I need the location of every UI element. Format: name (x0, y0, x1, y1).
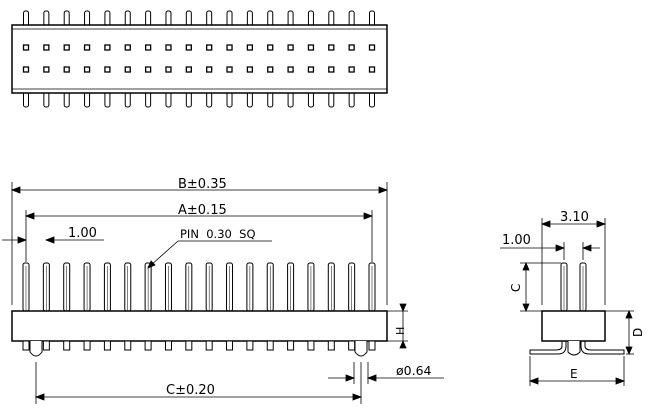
front-view-body (11, 310, 388, 342)
top-view-pin-square (185, 44, 192, 51)
top-view-pin-square (144, 66, 152, 73)
top-view-pin-square (124, 66, 131, 73)
front-view-tail (103, 340, 111, 351)
dimension-a-label: A±0.15 (178, 203, 227, 218)
dimension-side-e (528, 356, 626, 386)
dimension-side-width-label: 3.10 (560, 210, 589, 225)
dimension-side-pitch-label: 1.00 (502, 233, 531, 248)
top-view-pin-square (63, 44, 70, 51)
dimension-a (24, 210, 374, 262)
top-view-pin-square (348, 44, 355, 51)
dimension-side-c (520, 261, 561, 313)
front-view-tail (287, 340, 295, 351)
top-view-pin-square (43, 44, 50, 51)
top-view-pin-square (368, 66, 376, 73)
front-view-tail (246, 340, 254, 351)
top-view-pin-square (144, 44, 152, 51)
front-view-peg (354, 341, 368, 357)
side-view: 3.10 1.00 C D (500, 210, 645, 386)
front-view-tail (144, 340, 152, 351)
front-view-tail (348, 340, 356, 351)
dimension-c (34, 362, 363, 404)
top-view-pin-square (287, 66, 294, 73)
front-view-tail (42, 340, 50, 351)
top-view-pin-square (83, 66, 91, 73)
front-view-tail (185, 340, 193, 351)
pin-callout-leader (147, 240, 272, 269)
top-view-pin-square (226, 66, 233, 73)
side-view-pins (560, 262, 587, 312)
top-view-pin-square (185, 66, 192, 73)
dimension-side-width (540, 218, 607, 305)
front-view-tail (266, 340, 274, 351)
top-view-pin-square (83, 44, 91, 51)
top-view-pin-square (368, 44, 376, 51)
top-view-pin-square (165, 66, 172, 73)
top-view-pin-square (104, 66, 111, 73)
top-view-pin-square (287, 44, 294, 51)
top-view-pin-square (22, 66, 30, 73)
dimension-b (10, 182, 389, 305)
front-view-tail (327, 340, 335, 351)
dimension-c-label: C±0.20 (166, 383, 215, 398)
top-view (11, 10, 388, 108)
top-view-pin-square (307, 44, 315, 51)
front-view-tail (368, 340, 376, 351)
top-view-pin-square (328, 66, 335, 73)
dimension-pitch (2, 236, 104, 244)
top-view-pin-square (124, 44, 131, 51)
top-view-pin-square (328, 44, 335, 51)
top-view-pin-square (226, 44, 233, 51)
top-view-pin-square (206, 44, 213, 51)
top-view-pin-square (63, 66, 70, 73)
top-view-pin-square (267, 66, 274, 73)
dimension-peg (328, 362, 444, 384)
dimension-side-pitch (500, 242, 600, 260)
top-view-pin-square (43, 66, 50, 73)
dimension-peg-label: ø0.64 (396, 363, 432, 378)
front-view-tail (226, 340, 234, 351)
dimension-b-label: B±0.35 (178, 177, 227, 192)
dimension-side-c-label: C (509, 284, 523, 292)
side-view-legs (529, 341, 625, 356)
dimension-h (387, 303, 408, 349)
front-view-pins (22, 262, 376, 312)
top-view-pin-square (307, 66, 315, 73)
front-view-tails (22, 340, 376, 357)
front-view: B±0.35 A±0.15 1.00 PIN 0.30 SQ (2, 177, 444, 404)
front-view-tail (164, 340, 172, 351)
dimension-h-label: H (394, 327, 407, 335)
front-view-tail (307, 340, 315, 351)
top-view-pin-square (165, 44, 172, 51)
top-view-body (11, 24, 388, 94)
top-view-pin-square (246, 66, 254, 73)
side-view-body (541, 310, 606, 342)
front-view-tail (22, 340, 30, 351)
top-view-pin-square (104, 44, 111, 51)
top-view-pin-squares (22, 44, 376, 73)
dimension-side-d-label: D (631, 328, 645, 337)
front-view-tail (63, 340, 71, 351)
pin-callout-label: PIN 0.30 SQ (180, 227, 256, 241)
top-view-pin-square (206, 66, 213, 73)
front-view-tail (83, 340, 91, 351)
dimension-side-d (605, 309, 634, 356)
top-view-pin-square (22, 44, 30, 51)
dimension-side-e-label: E (570, 367, 578, 381)
dimension-pitch-label: 1.00 (68, 226, 97, 241)
top-view-pin-square (348, 66, 355, 73)
front-view-peg (29, 341, 43, 357)
front-view-tail (205, 340, 213, 351)
front-view-tail (124, 340, 132, 351)
top-view-pin-square (267, 44, 274, 51)
top-view-pin-square (246, 44, 254, 51)
